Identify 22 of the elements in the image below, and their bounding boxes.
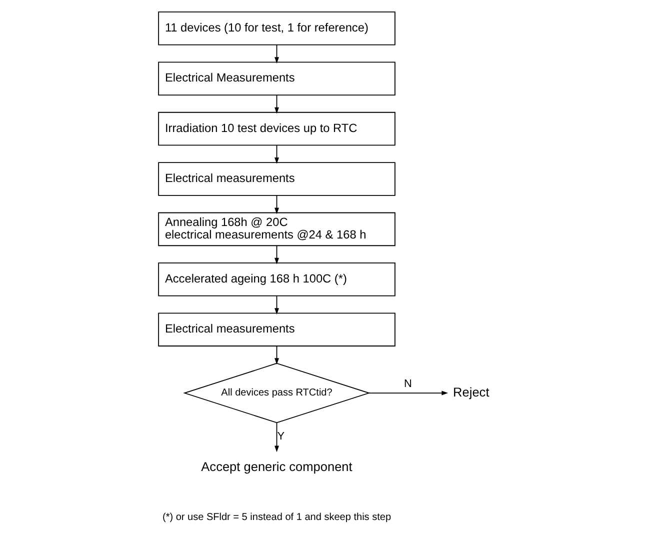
node-diamond: All devices pass RTCtid?: [183, 362, 370, 424]
node-box: Electrical measurements: [158, 162, 396, 196]
edge-label: Y: [277, 430, 285, 443]
arrow: [274, 195, 279, 214]
node-text: Reject: [453, 384, 490, 400]
arrow: [274, 245, 279, 264]
node-box: Irradiation 10 test devices up to RTC: [158, 112, 396, 146]
arrow: [274, 295, 279, 315]
arrow: [274, 422, 279, 452]
node-box: Electrical measurements: [158, 312, 396, 346]
arrow: [274, 94, 279, 114]
node-box: Annealing 168h @ 20C electrical measurements @24 & 168 h: [158, 212, 396, 246]
arrow: [368, 390, 448, 396]
node-box: Electrical Measurements: [158, 62, 396, 96]
node-box: Accelerated ageing 168 h 100C (*): [158, 262, 396, 296]
arrow: [274, 144, 279, 164]
edge-label: N: [404, 378, 412, 390]
node-text: Accept generic component: [201, 458, 352, 474]
node-box: 11 devices (10 for test, 1 for reference): [158, 12, 396, 46]
arrow: [274, 44, 279, 64]
label: (*) or use SFldr = 5 instead of 1 and skeep this step: [162, 512, 392, 524]
arrow: [274, 346, 279, 365]
